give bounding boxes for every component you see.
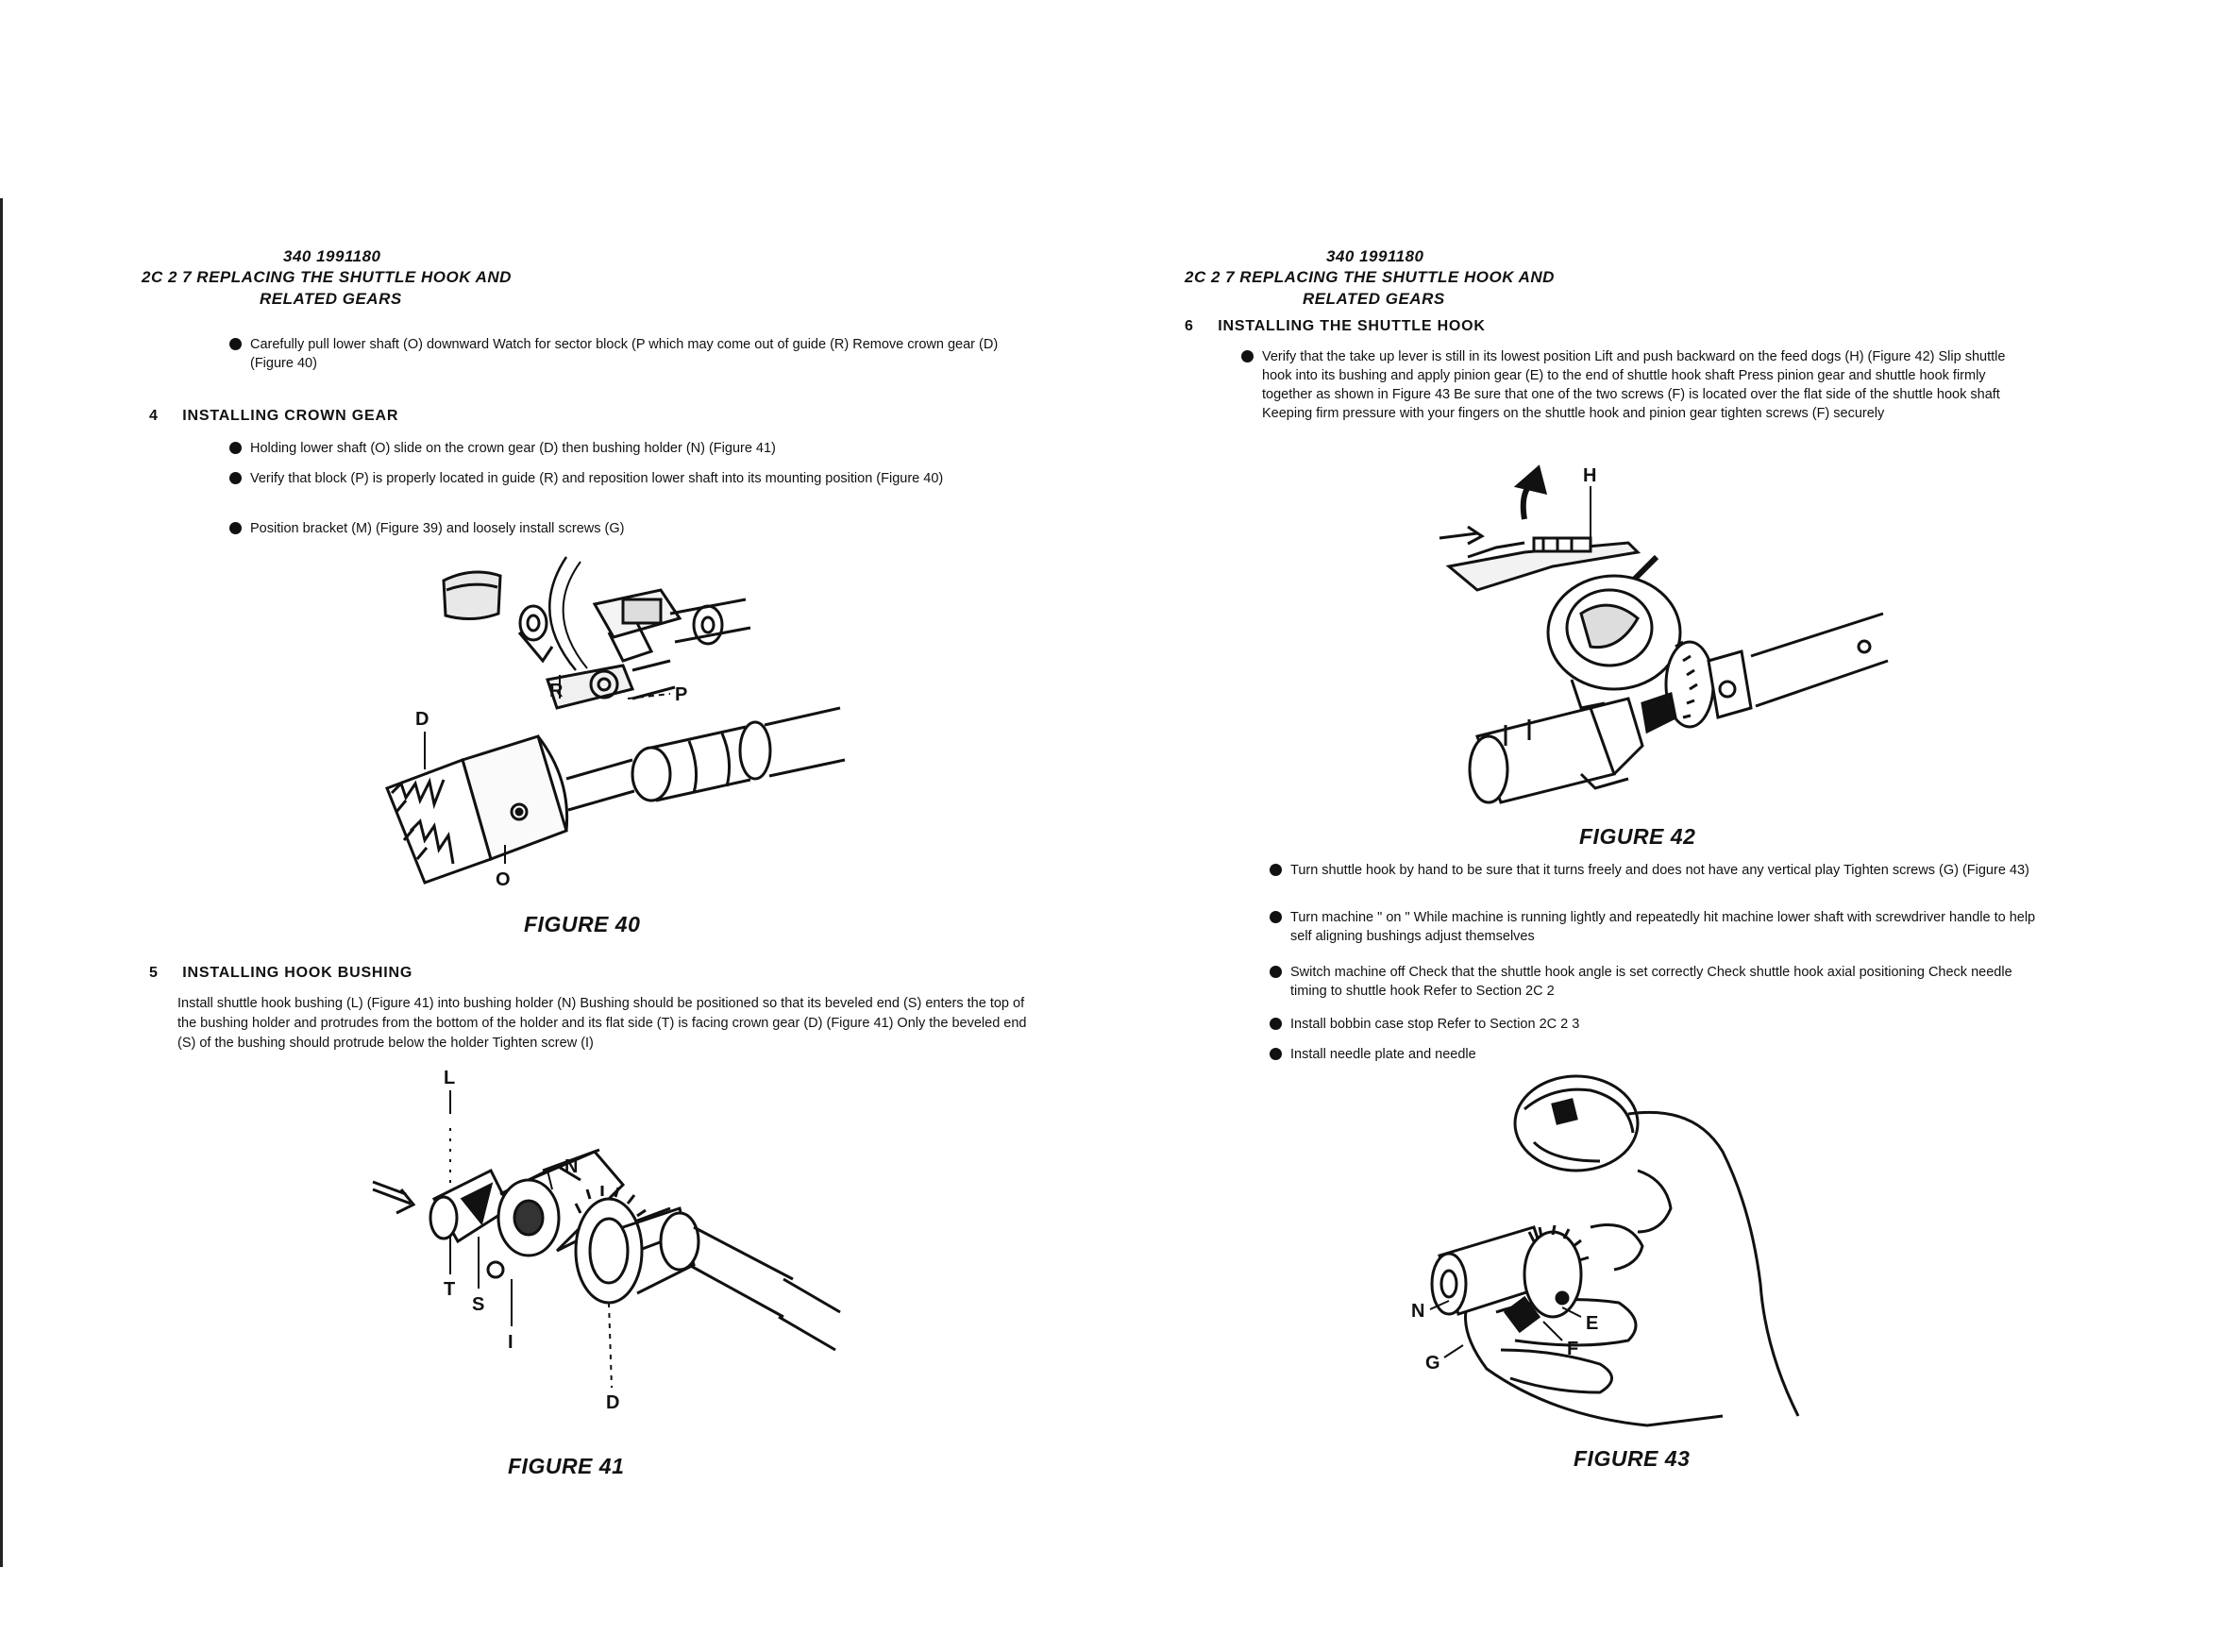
figure41-caption: FIGURE 41 bbox=[508, 1454, 625, 1478]
figure41-label-S: S bbox=[472, 1294, 484, 1315]
right-bullet-2-text: Turn machine " on " While machine is run… bbox=[1290, 910, 2036, 944]
left-section-subtitle: RELATED GEARS bbox=[260, 290, 402, 308]
step4-bullet-1-text: Holding lower shaft (O) slide on the cro… bbox=[250, 441, 776, 456]
figure40-caption: FIGURE 40 bbox=[524, 912, 641, 936]
figure42-caption: FIGURE 42 bbox=[1579, 824, 1696, 849]
bullet-dot-icon bbox=[229, 442, 242, 454]
page-edge-rule bbox=[0, 198, 3, 1567]
bullet-dot-icon bbox=[1270, 1018, 1282, 1030]
right-part-number: 340 1991180 bbox=[1326, 247, 1424, 265]
figure43-label-E: E bbox=[1586, 1313, 1598, 1334]
right-bullet-3: Switch machine off Check that the shuttl… bbox=[1270, 963, 2041, 1001]
bullet-dot-icon bbox=[1270, 1048, 1282, 1060]
step6-bullet: Verify that the take up lever is still i… bbox=[1241, 347, 2036, 423]
right-bullet-5: Install needle plate and needle bbox=[1270, 1045, 2041, 1064]
figure43-label-F: F bbox=[1567, 1339, 1578, 1359]
step4-title: INSTALLING CROWN GEAR bbox=[182, 408, 399, 424]
step4-bullet-2: Verify that block (P) is properly locate… bbox=[229, 469, 1034, 488]
step6-heading: 6 INSTALLING THE SHUTTLE HOOK bbox=[1185, 318, 1486, 335]
right-bullet-2: Turn machine " on " While machine is run… bbox=[1270, 908, 2041, 946]
figure42-illustration: H bbox=[1439, 464, 1889, 804]
right-bullet-1: Turn shuttle hook by hand to be sure tha… bbox=[1270, 861, 2041, 880]
left-section-title: 2C 2 7 REPLACING THE SHUTTLE HOOK AND bbox=[142, 268, 512, 286]
step6-number: 6 bbox=[1185, 318, 1194, 334]
right-bullet-5-text: Install needle plate and needle bbox=[1290, 1047, 1476, 1062]
figure40-illustration: D R P O bbox=[385, 556, 846, 890]
step4-number: 4 bbox=[149, 408, 159, 424]
right-bullet-4: Install bobbin case stop Refer to Sectio… bbox=[1270, 1015, 2041, 1034]
figure42-label-H: H bbox=[1583, 465, 1596, 486]
step4-bullet-3-text: Position bracket (M) (Figure 39) and loo… bbox=[250, 521, 625, 536]
bullet-dot-icon bbox=[229, 472, 242, 484]
left-part-number: 340 1991180 bbox=[283, 247, 381, 265]
bullet-dot-icon bbox=[229, 522, 242, 534]
step5-title: INSTALLING HOOK BUSHING bbox=[182, 965, 413, 981]
step6-bullet-text: Verify that the take up lever is still i… bbox=[1262, 349, 2006, 421]
step4-heading: 4 INSTALLING CROWN GEAR bbox=[149, 408, 398, 425]
right-section-subtitle: RELATED GEARS bbox=[1303, 290, 1445, 308]
figure43-caption: FIGURE 43 bbox=[1574, 1446, 1691, 1471]
bullet-dot-icon bbox=[229, 338, 242, 350]
bullet-dot-icon bbox=[1241, 350, 1254, 362]
step4-bullet-1: Holding lower shaft (O) slide on the cro… bbox=[229, 439, 1034, 458]
right-section-title: 2C 2 7 REPLACING THE SHUTTLE HOOK AND bbox=[1185, 268, 1555, 286]
figure41-label-T: T bbox=[444, 1279, 455, 1300]
bullet-dot-icon bbox=[1270, 966, 1282, 978]
left-intro-bullet: Carefully pull lower shaft (O) downward … bbox=[229, 335, 1034, 373]
figure41-illustration: L N T S I D bbox=[372, 1068, 841, 1413]
bullet-dot-icon bbox=[1270, 864, 1282, 876]
figure43-label-N: N bbox=[1411, 1301, 1424, 1322]
figure41-label-L: L bbox=[444, 1068, 455, 1088]
right-bullet-4-text: Install bobbin case stop Refer to Sectio… bbox=[1290, 1017, 1580, 1032]
step4-bullet-3: Position bracket (M) (Figure 39) and loo… bbox=[229, 519, 1034, 538]
figure40-label-D: D bbox=[415, 709, 429, 730]
step5-heading: 5 INSTALLING HOOK BUSHING bbox=[149, 965, 412, 982]
figure40-label-P: P bbox=[675, 684, 687, 705]
right-bullet-1-text: Turn shuttle hook by hand to be sure tha… bbox=[1290, 863, 2029, 878]
step6-title: INSTALLING THE SHUTTLE HOOK bbox=[1218, 318, 1486, 334]
figure43-illustration: N E G F bbox=[1411, 1074, 1800, 1427]
step5-paragraph: Install shuttle hook bushing (L) (Figure… bbox=[177, 996, 1027, 1051]
right-bullet-3-text: Switch machine off Check that the shuttl… bbox=[1290, 965, 2012, 999]
step5-number: 5 bbox=[149, 965, 159, 981]
left-intro-text: Carefully pull lower shaft (O) downward … bbox=[250, 337, 999, 371]
figure41-label-D: D bbox=[606, 1392, 619, 1413]
figure40-label-O: O bbox=[496, 869, 511, 890]
figure41-label-I: I bbox=[508, 1332, 513, 1353]
figure41-label-N: N bbox=[564, 1156, 578, 1177]
bullet-dot-icon bbox=[1270, 911, 1282, 923]
step4-bullet-2-text: Verify that block (P) is properly locate… bbox=[250, 471, 944, 486]
figure40-label-R: R bbox=[549, 681, 564, 701]
figure43-label-G: G bbox=[1425, 1353, 1440, 1374]
